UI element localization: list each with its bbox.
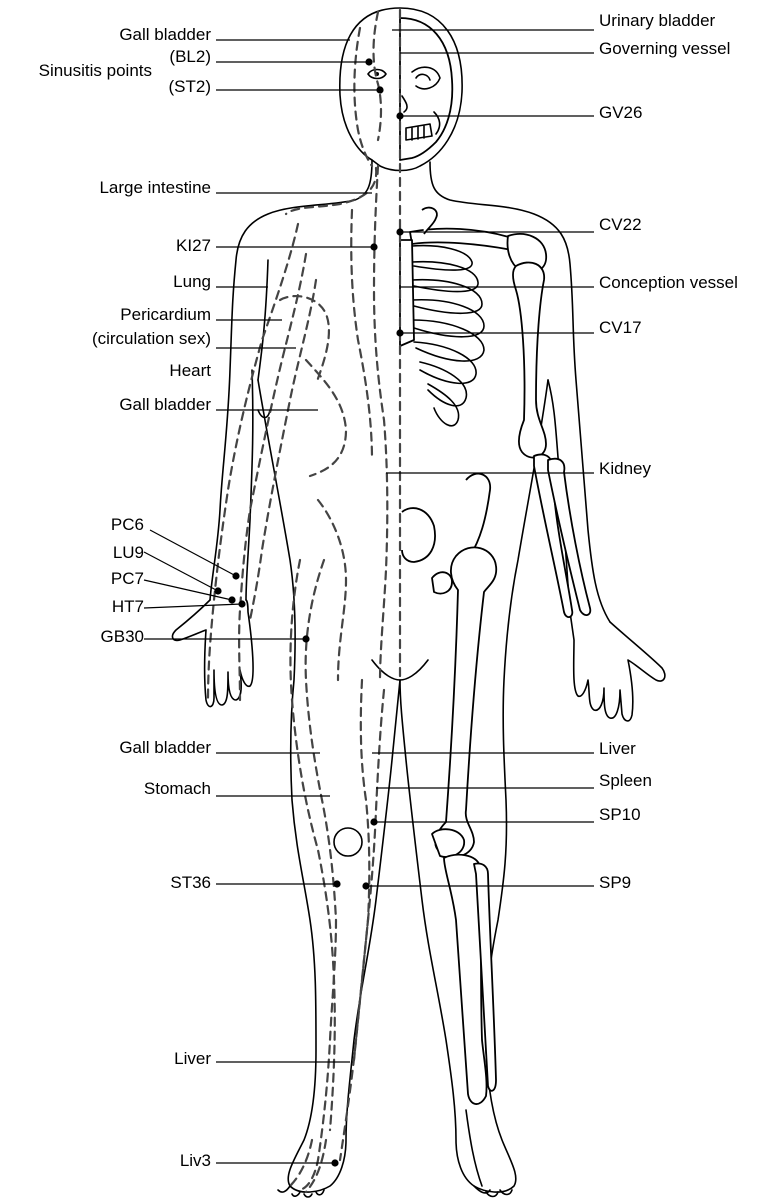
- leader-lines: [144, 30, 594, 1163]
- kidney-meridian-line: [374, 166, 387, 680]
- label-circulation-sex: (circulation sex): [92, 329, 211, 348]
- label-ki27: KI27: [176, 236, 211, 255]
- label-st2: (ST2): [169, 77, 212, 96]
- label-large-intestine: Large intestine: [99, 178, 211, 197]
- label-sp9: SP9: [599, 873, 631, 892]
- label-cv22: CV22: [599, 215, 642, 234]
- label-lu9: LU9: [113, 543, 144, 562]
- label-gall-bladder-head: Gall bladder: [119, 25, 211, 44]
- label-conception-vessel: Conception vessel: [599, 273, 738, 292]
- label-gall-bladder-torso: Gall bladder: [119, 395, 211, 414]
- label-pc6: PC6: [111, 515, 144, 534]
- label-kidney: Kidney: [599, 459, 651, 478]
- liver-leg-line: [340, 680, 369, 1160]
- skeleton: [400, 208, 590, 1186]
- label-ht7: HT7: [112, 597, 144, 616]
- label-heart: Heart: [169, 361, 211, 380]
- label-sp10: SP10: [599, 805, 641, 824]
- label-sinusitis-points: Sinusitis points: [39, 61, 152, 80]
- label-liver-leg: Liver: [174, 1049, 211, 1068]
- label-lung: Lung: [173, 272, 211, 291]
- lung-meridian-line: [208, 224, 298, 700]
- label-liver: Liver: [599, 739, 636, 758]
- pericardium-meridian-line: [239, 254, 306, 700]
- gall-bladder-leg-line: [298, 560, 336, 1190]
- meridian-lines: [208, 10, 400, 1192]
- label-liv3: Liv3: [180, 1151, 211, 1170]
- label-pericardium: Pericardium: [120, 305, 211, 324]
- label-urinary-bladder: Urinary bladder: [599, 11, 716, 30]
- body-outline: [173, 8, 665, 1197]
- label-governing-vessel: Governing vessel: [599, 39, 730, 58]
- label-gall-bladder-leg: Gall bladder: [119, 738, 211, 757]
- label-pc7: PC7: [111, 569, 144, 588]
- label-st36: ST36: [170, 873, 211, 892]
- labels-right: Urinary bladder Governing vessel GV26 CV…: [599, 11, 738, 892]
- labels-left: Gall bladder Sinusitis points (BL2) (ST2…: [39, 25, 212, 1170]
- label-cv17: CV17: [599, 318, 642, 337]
- label-gb30: GB30: [101, 627, 144, 646]
- heart-meridian-line: [250, 280, 316, 620]
- label-gv26: GV26: [599, 103, 642, 122]
- label-bl2: (BL2): [169, 47, 211, 66]
- label-spleen: Spleen: [599, 771, 652, 790]
- label-stomach: Stomach: [144, 779, 211, 798]
